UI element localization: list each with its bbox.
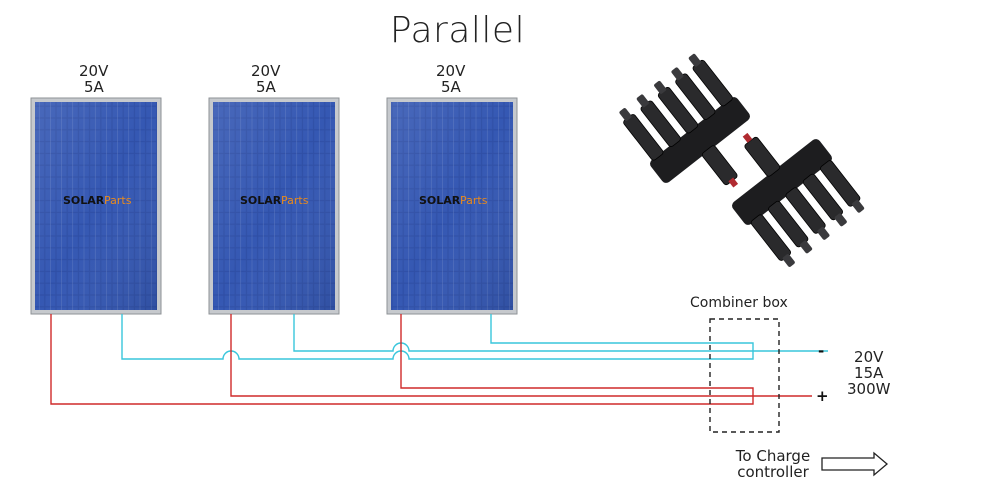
combiner-box-label: Combiner box [690, 295, 788, 311]
positive-wires [50, 314, 812, 405]
panel-1-brand-main: SOLAR [63, 194, 105, 207]
positive-terminal-label: + [816, 387, 829, 405]
charge-controller-line-2: controller [737, 463, 809, 481]
negative-wires [121, 314, 828, 360]
positive-wire-panel-1 [50, 314, 812, 405]
panel-2-current: 5A [256, 78, 276, 96]
negative-wire-panel-2 [293, 314, 753, 352]
negative-wire-panel-3 [490, 314, 754, 351]
charge-controller-label: To Charge controller [718, 448, 828, 480]
panel-3-brand-main: SOLAR [419, 194, 461, 207]
solar-panel-1: SOLAR Parts [30, 97, 162, 315]
output-voltage: 20V [854, 348, 884, 366]
negative-wire-panel-1 [121, 314, 828, 360]
panel-2-brand-main: SOLAR [240, 194, 282, 207]
positive-wire-panel-3 [400, 314, 754, 396]
mc4-branch-connectors-image [619, 53, 865, 267]
panel-3-brand-sub: Parts [460, 194, 488, 207]
charge-controller-line-1: To Charge [735, 447, 811, 465]
panel-3-spec: 20V 5A [436, 63, 465, 95]
panel-1-brand-sub: Parts [104, 194, 132, 207]
combiner-box [709, 318, 780, 433]
panel-3-voltage: 20V [436, 62, 466, 80]
positive-wire-panel-2 [230, 314, 753, 397]
panel-2-brand-sub: Parts [281, 194, 309, 207]
panel-2-voltage: 20V [251, 62, 281, 80]
panel-3-current: 5A [441, 78, 461, 96]
panel-1-current: 5A [84, 78, 104, 96]
output-rating: 20V 15A 300W [847, 349, 890, 397]
solar-panel-3: SOLAR Parts [386, 97, 518, 315]
output-current: 15A [854, 364, 884, 382]
output-power: 300W [847, 380, 891, 398]
negative-terminal-label: - [818, 342, 825, 360]
panel-1-spec: 20V 5A [79, 63, 108, 95]
solar-panel-2: SOLAR Parts [208, 97, 340, 315]
charge-controller-arrow-icon [821, 451, 889, 477]
panel-1-voltage: 20V [79, 62, 109, 80]
page-title: Parallel [389, 10, 526, 51]
panel-2-spec: 20V 5A [251, 63, 280, 95]
